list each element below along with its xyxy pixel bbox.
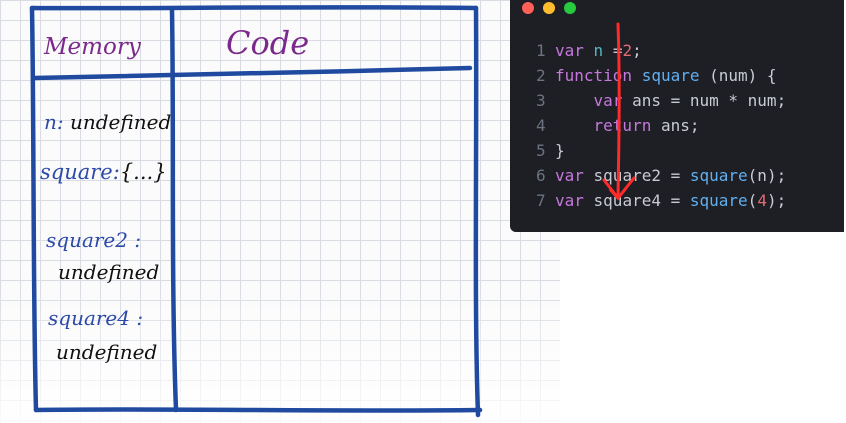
code-line: 4 return ans; <box>536 113 786 138</box>
code-token: n <box>583 41 613 60</box>
code-token: function <box>555 66 633 85</box>
code-editor-panel <box>510 0 844 232</box>
code-token: square2 = <box>583 166 690 185</box>
line-number: 4 <box>536 116 546 135</box>
memory-key-square2: square2 : <box>46 228 142 252</box>
table-right-border <box>473 5 481 418</box>
code-token: var <box>555 191 584 210</box>
table-column-divider <box>169 7 179 413</box>
line-number: 5 <box>536 141 546 160</box>
memory-key: n: <box>44 110 64 134</box>
code-token: ; <box>632 41 642 60</box>
code-token: square <box>689 191 748 210</box>
line-number: 3 <box>536 91 546 110</box>
memory-entry-square: square:{...} <box>40 160 167 184</box>
memory-code-table <box>29 5 483 418</box>
line-number: 6 <box>536 166 546 185</box>
code-line: 7 var square4 = square(4); <box>536 188 786 213</box>
table-header-divider <box>31 65 473 81</box>
code-token: ); <box>766 191 787 210</box>
memory-value-square2: undefined <box>58 260 160 284</box>
code-token: (num) { <box>709 66 777 85</box>
memory-key: square: <box>40 160 120 184</box>
code-line: 6 var square2 = square(n); <box>536 163 786 188</box>
code-header: Code <box>226 24 310 62</box>
code-token: ans; <box>651 116 700 135</box>
code-token: square <box>632 66 710 85</box>
code-token: ( <box>747 191 758 210</box>
table-bottom-border <box>33 407 483 413</box>
memory-value: {...} <box>119 160 167 184</box>
memory-value: undefined <box>69 110 172 134</box>
code-token: 4 <box>757 191 767 210</box>
code-token: return <box>555 116 652 135</box>
code-token: square4 = <box>583 191 690 210</box>
execution-arrow-icon <box>602 22 636 201</box>
code-token: (n); <box>747 166 787 185</box>
line-number: 1 <box>536 41 546 60</box>
line-number: 7 <box>536 191 546 210</box>
code-line: 5} <box>536 138 786 163</box>
code-token: } <box>555 141 565 160</box>
memory-entry-n: n: undefined <box>44 110 171 134</box>
code-token: var <box>555 91 623 110</box>
memory-header: Memory <box>44 34 141 60</box>
code-line: 2 function square (num) { <box>536 63 786 88</box>
code-token: 2 <box>622 41 633 60</box>
minimize-window-button[interactable] <box>543 2 555 14</box>
paper-fade <box>0 290 560 423</box>
line-number: 2 <box>536 66 546 85</box>
code-line: 3 var ans = num * num; <box>536 88 786 113</box>
code-token: square <box>689 166 748 185</box>
maximize-window-button[interactable] <box>564 2 576 14</box>
code-token: var <box>555 166 584 185</box>
table-top-border <box>29 5 479 11</box>
memory-key-square4: square4 : <box>48 306 144 330</box>
table-left-border <box>29 5 39 413</box>
memory-value-square4: undefined <box>56 340 158 364</box>
code-token: ans = num * num; <box>622 91 787 110</box>
code-token: var <box>555 41 584 60</box>
close-window-button[interactable] <box>522 2 534 14</box>
